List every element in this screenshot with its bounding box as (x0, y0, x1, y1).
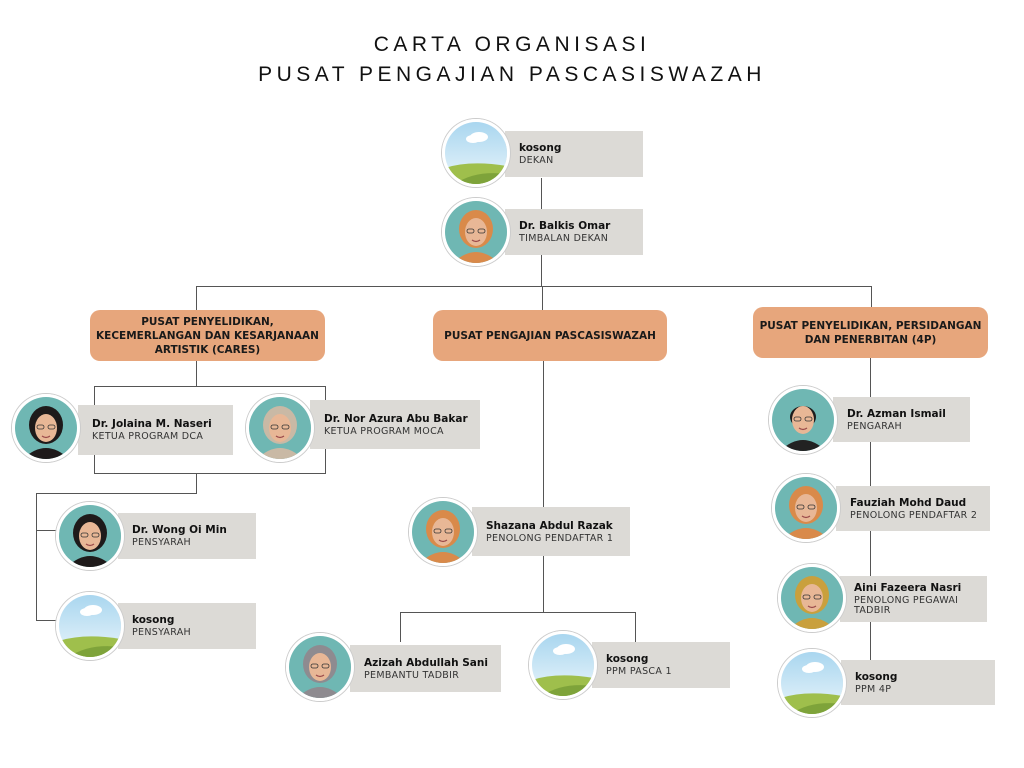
person-photo (769, 386, 837, 454)
person-photo (778, 564, 846, 632)
person-card: kosong PPM 4P (841, 660, 995, 705)
person-name: Dr. Wong Oi Min (132, 524, 227, 536)
person-name: Aini Fazeera Nasri (854, 582, 962, 594)
person-card: Dr. Nor Azura Abu Bakar KETUA PROGRAM MO… (310, 400, 480, 449)
placeholder-avatar-icon (529, 631, 597, 699)
connector-line (196, 286, 872, 287)
connector-line (36, 530, 58, 531)
connector-line (36, 493, 197, 494)
connector-line (196, 361, 197, 386)
chart-title-line2: PUSAT PENGAJIAN PASCASISWAZAH (258, 63, 766, 86)
person-card: kosong PENSYARAH (118, 603, 256, 649)
connector-line (543, 361, 544, 507)
person-role: PENOLONG PENDAFTAR 2 (850, 509, 978, 521)
connector-line (36, 620, 58, 621)
person-name: Fauziah Mohd Daud (850, 496, 967, 509)
person-photo (442, 198, 510, 266)
person-role: DEKAN (519, 155, 554, 166)
person-role: PENSYARAH (132, 537, 191, 548)
connector-line (196, 286, 197, 310)
person-photo (246, 394, 314, 462)
person-role: PENGARAH (847, 420, 902, 432)
person-card: Aini Fazeera Nasri PENOLONG PEGAWAI TADB… (840, 576, 987, 622)
person-card: kosong PPM PASCA 1 (592, 642, 730, 688)
person-name: kosong (132, 614, 175, 626)
person-name: kosong (855, 670, 898, 683)
person-card: Azizah Abdullah Sani PEMBANTU TADBIR (350, 645, 501, 692)
connector-line (94, 386, 326, 387)
person-photo (12, 394, 80, 462)
placeholder-avatar-icon (56, 592, 124, 660)
person-name: Dr. Balkis Omar (519, 220, 611, 232)
chart-title-line1: CARTA ORGANISASI (373, 33, 651, 56)
person-card: Shazana Abdul Razak PENOLONG PENDAFTAR 1 (472, 507, 630, 556)
person-role: PPM 4P (855, 683, 892, 695)
connector-line (400, 612, 401, 642)
unit-4p: PUSAT PENYELIDIKAN, PERSIDANGAN DAN PENE… (753, 307, 988, 358)
person-card: Fauziah Mohd Daud PENOLONG PENDAFTAR 2 (836, 486, 990, 531)
person-name: Shazana Abdul Razak (486, 519, 613, 532)
person-role: PEMBANTU TADBIR (364, 669, 460, 681)
person-photo (56, 502, 124, 570)
unit-cares: PUSAT PENYELIDIKAN, KECEMERLANGAN DAN KE… (90, 310, 325, 361)
connector-line (542, 286, 543, 310)
connector-line (400, 612, 636, 613)
person-role: KETUA PROGRAM DCA (92, 431, 204, 442)
placeholder-avatar-icon (778, 649, 846, 717)
person-card: Dr. Balkis Omar TIMBALAN DEKAN (505, 209, 643, 255)
person-photo (772, 474, 840, 542)
connector-line (94, 473, 326, 474)
connector-line (36, 493, 37, 621)
person-name: kosong (519, 142, 562, 154)
connector-line (196, 473, 197, 493)
connector-line (541, 178, 542, 210)
connector-line (541, 255, 542, 286)
person-role: PENSYARAH (132, 627, 191, 638)
person-role: PENOLONG PENDAFTAR 1 (486, 532, 614, 544)
person-card: Dr. Wong Oi Min PENSYARAH (118, 513, 256, 559)
connector-line (543, 556, 544, 612)
person-card: kosong DEKAN (505, 131, 643, 177)
person-name: Dr. Azman Ismail (847, 407, 946, 420)
person-role: KETUA PROGRAM MOCA (324, 425, 444, 437)
person-name: Dr. Nor Azura Abu Bakar (324, 412, 468, 425)
person-card: Dr. Azman Ismail PENGARAH (833, 397, 970, 442)
person-name: Azizah Abdullah Sani (364, 656, 488, 669)
person-role: PPM PASCA 1 (606, 666, 672, 677)
unit-pascasiswazah: PUSAT PENGAJIAN PASCASISWAZAH (433, 310, 667, 361)
person-role: TIMBALAN DEKAN (519, 233, 609, 244)
person-card: Dr. Jolaina M. Naseri KETUA PROGRAM DCA (78, 405, 233, 455)
person-name: kosong (606, 653, 649, 665)
connector-line (635, 612, 636, 642)
person-role: PENOLONG PEGAWAI TADBIR (854, 595, 959, 616)
person-name: Dr. Jolaina M. Naseri (92, 418, 212, 430)
placeholder-avatar-icon (442, 119, 510, 187)
person-photo (409, 498, 477, 566)
person-photo (286, 633, 354, 701)
connector-line (871, 286, 872, 307)
